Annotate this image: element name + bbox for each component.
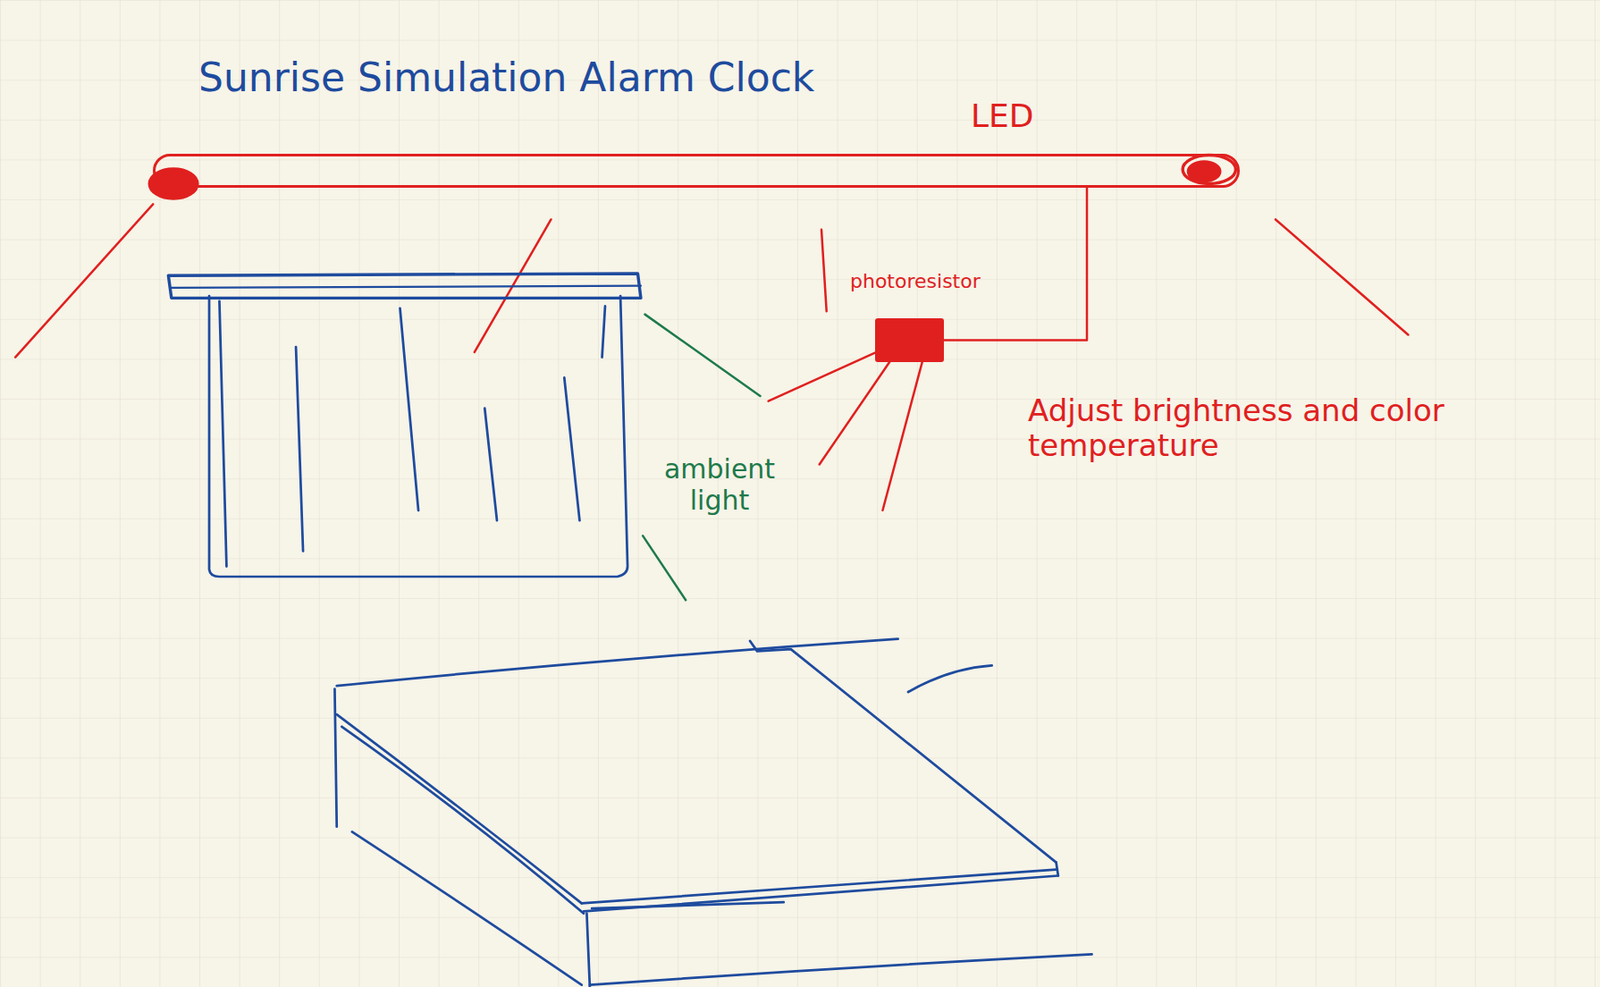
ambient-light-note: ambient light	[652, 454, 787, 516]
adjust-note: Adjust brightness and color temperature	[1027, 393, 1457, 464]
led-end-caps	[149, 155, 1237, 200]
sensor-label: photoresistor	[850, 269, 981, 293]
light-rays	[15, 203, 1408, 357]
diagram-title: Sunrise Simulation Alarm Clock	[198, 55, 815, 102]
led-strip: LED	[152, 153, 1240, 188]
photoresistor-box: photoresistor	[875, 318, 944, 363]
bed	[334, 639, 1092, 987]
sensor-rays	[768, 346, 925, 511]
led-label: LED	[970, 97, 1035, 135]
signal-wire	[943, 187, 1087, 341]
window	[168, 273, 641, 577]
